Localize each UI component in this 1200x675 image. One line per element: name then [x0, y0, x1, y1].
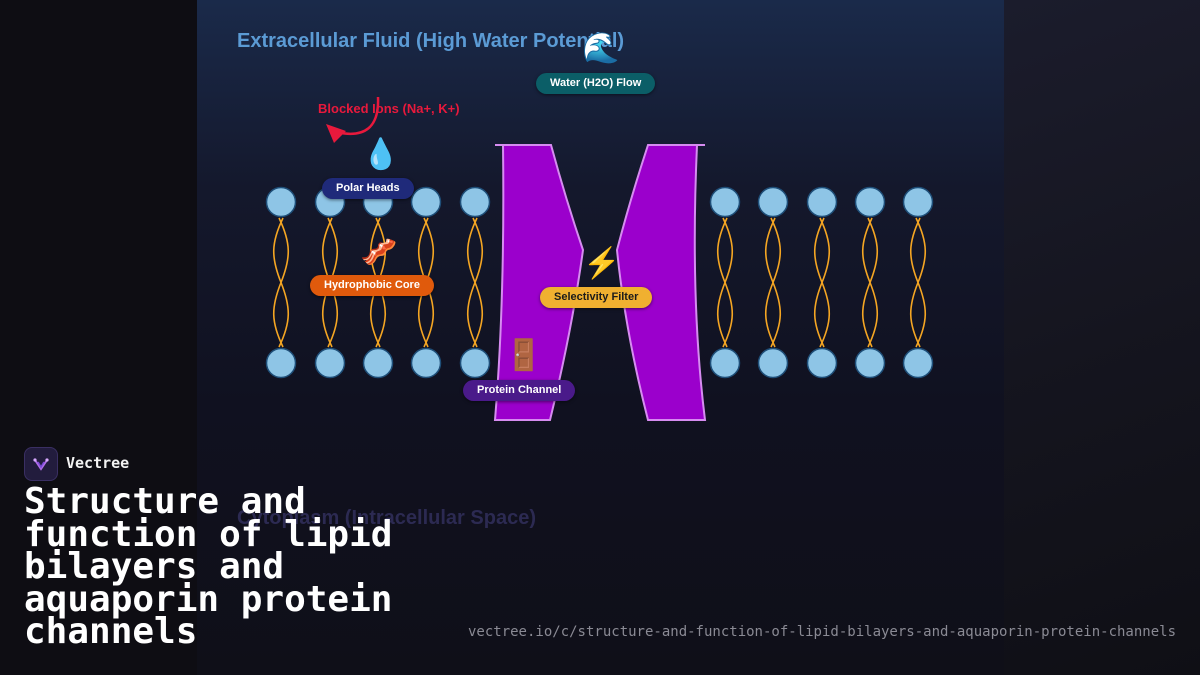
vectree-logo-icon[interactable]	[24, 447, 58, 481]
lightning-icon: ⚡	[583, 247, 621, 280]
polar-heads-label: Polar Heads	[322, 178, 414, 199]
phospholipid-head	[854, 186, 886, 218]
phospholipid-head	[709, 347, 741, 379]
tree-icon	[33, 458, 49, 471]
phospholipid-head	[314, 347, 346, 379]
page-url[interactable]: vectree.io/c/structure-and-function-of-l…	[467, 624, 1176, 640]
droplet-icon: 💧	[362, 138, 400, 171]
selectivity-filter-label: Selectivity Filter	[540, 287, 653, 308]
lipid-tail	[272, 217, 290, 348]
protein-channel-label: Protein Channel	[463, 380, 576, 401]
phospholipid-head	[410, 347, 442, 379]
phospholipid-head	[362, 347, 394, 379]
phospholipid-head	[902, 347, 934, 379]
water-flow-label: Water (H2O) Flow	[536, 73, 656, 94]
lipid-tail	[466, 217, 484, 348]
phospholipid-head	[854, 347, 886, 379]
wave-icon: 🌊	[582, 32, 620, 65]
lipid-tail	[861, 217, 879, 348]
lipid-tail	[764, 217, 782, 348]
bacon-icon: 🥓	[360, 236, 398, 269]
hydrophobic-core-label: Hydrophobic Core	[310, 275, 434, 296]
phospholipid-head	[806, 347, 838, 379]
extracellular-title: Extracellular Fluid (High Water Potentia…	[237, 30, 625, 52]
blocked-ion-arrowhead	[326, 124, 346, 143]
phospholipid-head	[265, 347, 297, 379]
background-shade	[1004, 0, 1200, 675]
cytoplasm-title: Cytoplasm (Intracellular Space)	[237, 507, 536, 529]
phospholipid-head	[757, 186, 789, 218]
lipid-tail	[716, 217, 734, 348]
aquaporin-right-half	[615, 144, 707, 421]
door-icon: 🚪	[505, 339, 543, 372]
phospholipid-head	[709, 186, 741, 218]
brand-name: Vectree	[66, 454, 130, 472]
phospholipid-head	[902, 186, 934, 218]
page-title: Structure and function of lipid bilayers…	[24, 481, 393, 652]
phospholipid-head	[459, 347, 491, 379]
phospholipid-head	[757, 347, 789, 379]
phospholipid-head	[265, 186, 297, 218]
phospholipid-head	[806, 186, 838, 218]
phospholipid-head	[459, 186, 491, 218]
blocked-ions-label: Blocked Ions (Na+, K+)	[318, 101, 460, 116]
lipid-tail	[909, 217, 927, 348]
phospholipid-head	[410, 186, 442, 218]
aquaporin-left-half	[493, 144, 585, 421]
lipid-tail	[813, 217, 831, 348]
